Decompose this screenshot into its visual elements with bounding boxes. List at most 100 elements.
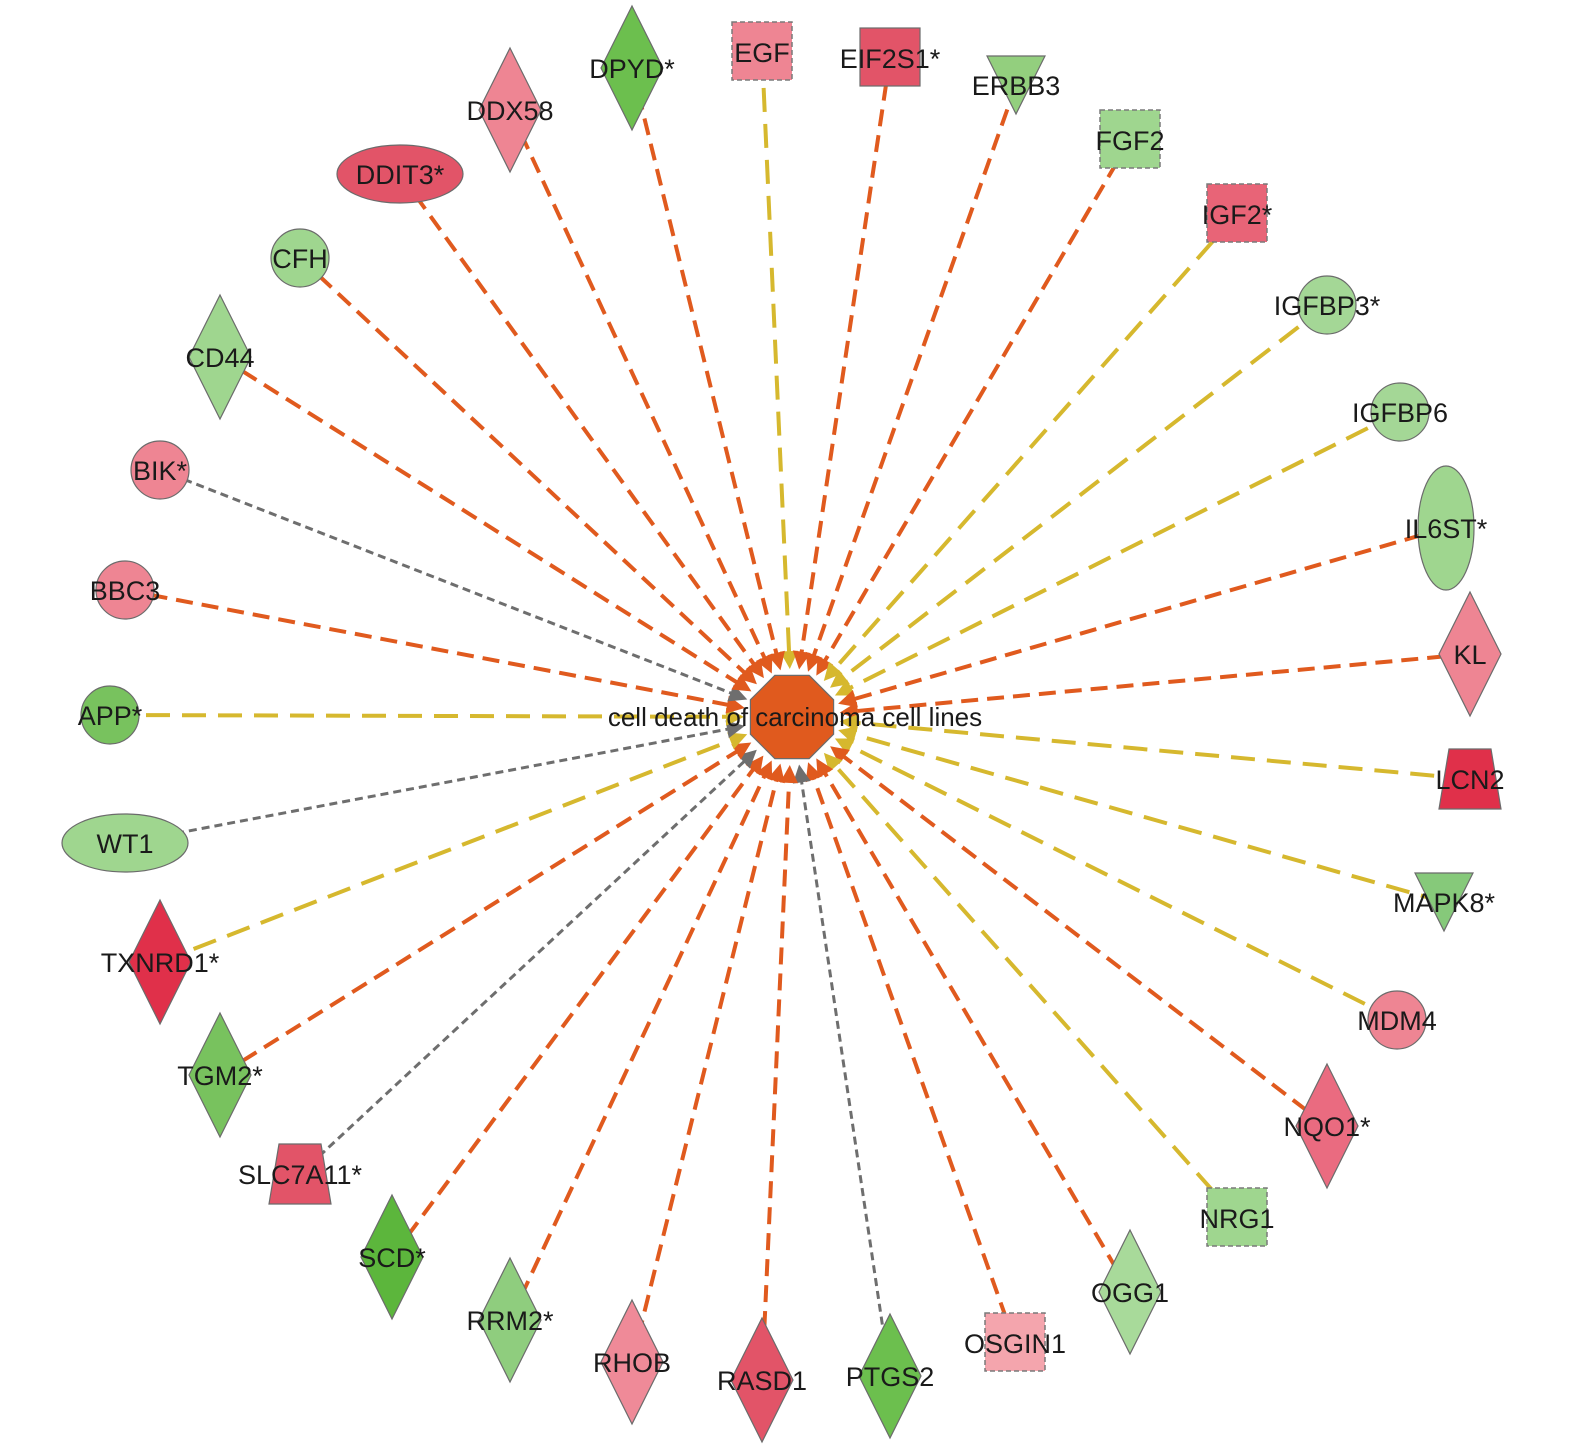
gene-node-ddit3-label: DDIT3*: [356, 160, 445, 190]
gene-node-rrm2-label: RRM2*: [466, 1306, 554, 1336]
gene-node-lcn2[interactable]: LCN2: [1435, 748, 1505, 810]
gene-node-cd44[interactable]: CD44: [185, 293, 255, 421]
edge-rasd1: [760, 778, 792, 1381]
gene-node-tgm2-shape: [188, 1011, 252, 1139]
edge-rhob: [630, 776, 780, 1363]
edge-igf2: [831, 212, 1239, 672]
gene-node-cd44-label: CD44: [185, 343, 254, 373]
edge-ptgs2: [799, 778, 892, 1377]
gene-node-cfh-shape: [270, 228, 330, 288]
gene-node-nqo1[interactable]: NQO1*: [1283, 1062, 1371, 1190]
gene-node-rrm2-shape: [478, 1256, 542, 1384]
gene-node-rhob[interactable]: RHOB: [593, 1298, 671, 1426]
edge-arrowhead-ptgs2: [792, 764, 811, 784]
edge-arrowhead-rrm2: [755, 760, 773, 781]
edge-arrowhead-mdm4: [834, 738, 855, 755]
gene-node-mdm4-label: MDM4: [1357, 1006, 1437, 1036]
gene-node-nrg1[interactable]: NRG1: [1199, 1187, 1275, 1247]
gene-node-osgin1-label: OSGIN1: [964, 1329, 1066, 1359]
gene-node-txnrd1[interactable]: TXNRD1*: [101, 898, 220, 1026]
gene-node-rhob-shape: [600, 1298, 664, 1426]
edge-arrowhead-wt1: [725, 720, 745, 739]
gene-node-il6st[interactable]: IL6ST*: [1405, 465, 1488, 591]
gene-node-igf2[interactable]: IGF2*: [1202, 183, 1273, 243]
gene-node-tgm2-label: TGM2*: [177, 1061, 263, 1091]
gene-node-rasd1-shape: [730, 1316, 794, 1444]
center-node[interactable]: cell death of carcinoma cell lines: [608, 674, 982, 760]
edge-txnrd1: [159, 737, 735, 964]
gene-node-mapk8-label: MAPK8*: [1393, 888, 1496, 918]
edge-arrowhead-fgf2: [816, 655, 834, 676]
gene-node-dpyd-shape: [600, 4, 664, 132]
edge-arrowhead-cfh: [737, 665, 757, 685]
gene-node-bbc3[interactable]: BBC3: [90, 560, 161, 620]
gene-node-dpyd[interactable]: DPYD*: [589, 4, 675, 132]
edge-scd: [390, 765, 757, 1259]
gene-node-app-label: APP*: [78, 701, 143, 731]
gene-node-wt1[interactable]: WT1: [61, 813, 189, 873]
edge-slc7a11: [298, 758, 748, 1176]
gene-node-dpyd-label: DPYD*: [589, 54, 675, 84]
gene-node-bik[interactable]: BIK*: [130, 440, 190, 500]
gene-node-bbc3-shape: [95, 560, 155, 620]
gene-node-rasd1[interactable]: RASD1: [717, 1316, 807, 1444]
gene-node-eif2s1[interactable]: EIF2S1*: [840, 27, 941, 87]
gene-node-app[interactable]: APP*: [78, 685, 143, 745]
gene-node-ddx58-label: DDX58: [466, 96, 553, 126]
gene-node-cd44-shape: [188, 293, 252, 421]
gene-node-kl-label: KL: [1453, 640, 1486, 670]
center-octagon-shape: [749, 674, 835, 760]
gene-node-tgm2[interactable]: TGM2*: [177, 1011, 263, 1139]
gene-node-slc7a11-shape: [268, 1143, 332, 1205]
gene-node-osgin1[interactable]: OSGIN1: [964, 1312, 1066, 1372]
gene-node-ogg1[interactable]: OGG1: [1091, 1228, 1169, 1356]
edge-osgin1: [810, 774, 1017, 1344]
gene-node-igfbp6[interactable]: IGFBP6: [1352, 382, 1448, 442]
edge-ddit3: [398, 172, 758, 668]
gene-node-egf-shape: [731, 21, 793, 81]
gene-node-wt1-label: WT1: [97, 829, 154, 859]
gene-node-mapk8-shape: [1414, 872, 1474, 933]
gene-node-rasd1-label: RASD1: [717, 1366, 807, 1396]
edge-arrowhead-nqo1: [830, 746, 850, 765]
gene-node-scd[interactable]: SCD*: [358, 1193, 426, 1321]
gene-node-lcn2-shape: [1438, 748, 1502, 810]
edge-egf: [760, 51, 792, 656]
edge-arrowhead-egf: [780, 650, 798, 669]
edge-arrowhead-cd44: [731, 674, 752, 692]
gene-node-igfbp3[interactable]: IGFBP3*: [1274, 275, 1381, 335]
gene-node-erbb3[interactable]: ERBB3: [972, 55, 1061, 116]
edge-arrowhead-scd: [745, 755, 764, 776]
gene-node-il6st-label: IL6ST*: [1405, 514, 1488, 544]
edge-wt1: [124, 727, 732, 845]
gene-node-ddx58-shape: [478, 46, 542, 174]
edge-arrowhead-txnrd1: [727, 732, 748, 750]
edge-igfbp3: [839, 303, 1329, 681]
gene-node-wt1-shape: [61, 813, 189, 873]
gene-node-mapk8[interactable]: MAPK8*: [1393, 872, 1496, 933]
gene-node-slc7a11[interactable]: SLC7A11*: [238, 1143, 363, 1205]
center-node-label: cell death of carcinoma cell lines: [608, 702, 982, 732]
gene-node-ddit3[interactable]: DDIT3*: [336, 144, 464, 204]
gene-node-ddx58[interactable]: DDX58: [466, 46, 554, 174]
gene-node-cfh[interactable]: CFH: [270, 228, 330, 288]
gene-node-ptgs2[interactable]: PTGS2: [846, 1312, 935, 1440]
edge-bbc3: [124, 588, 732, 708]
edge-arrowhead-dpyd: [767, 650, 785, 671]
gene-node-eif2s1-label: EIF2S1*: [840, 44, 941, 74]
gene-node-bbc3-label: BBC3: [90, 576, 161, 606]
gene-node-nqo1-shape: [1295, 1062, 1359, 1190]
gene-node-fgf2-shape: [1099, 109, 1161, 169]
edge-ogg1: [821, 769, 1132, 1294]
edge-arrowhead-il6st: [838, 690, 858, 708]
gene-node-txnrd1-label: TXNRD1*: [101, 948, 220, 978]
gene-node-fgf2[interactable]: FGF2: [1095, 109, 1165, 169]
gene-node-rrm2[interactable]: RRM2*: [466, 1256, 554, 1384]
gene-node-egf[interactable]: EGF: [731, 21, 793, 81]
gene-node-kl[interactable]: KL: [1438, 590, 1502, 718]
gene-node-bik-shape: [130, 440, 190, 500]
gene-node-mdm4[interactable]: MDM4: [1357, 990, 1437, 1050]
edge-rrm2: [508, 772, 768, 1321]
gene-node-fgf2-label: FGF2: [1095, 126, 1164, 156]
